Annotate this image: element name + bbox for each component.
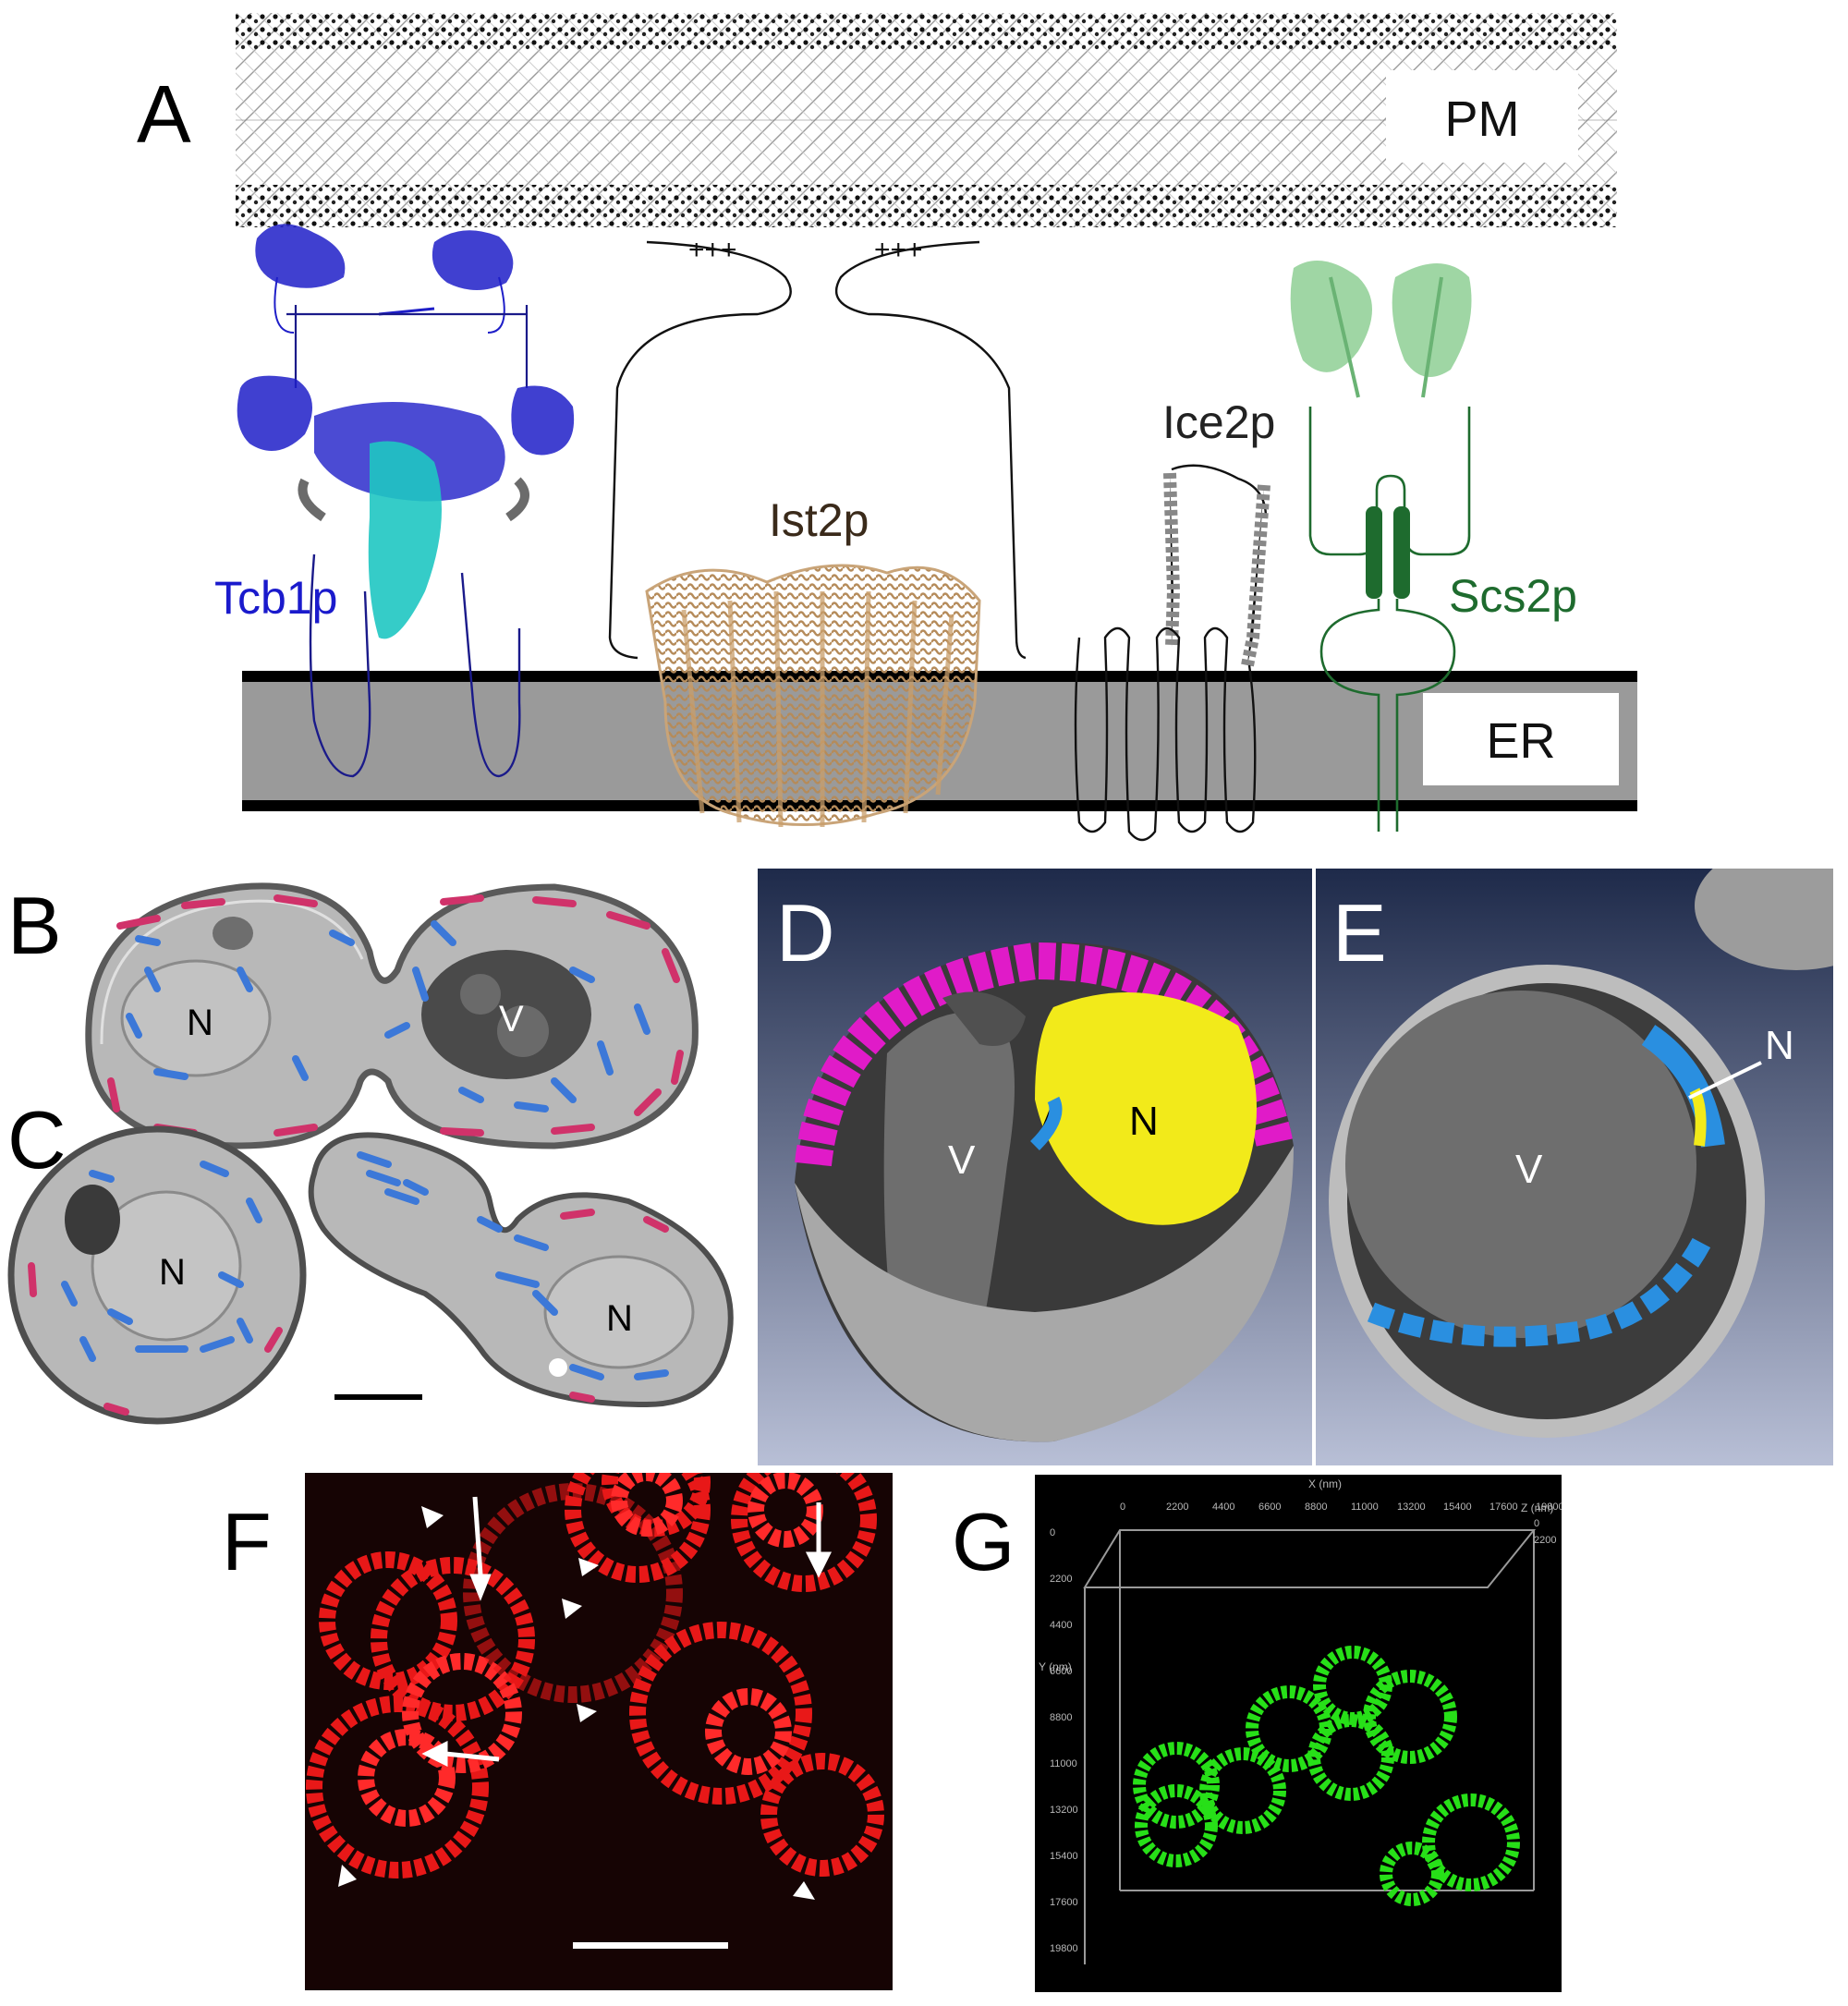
pm-label-box	[1386, 70, 1578, 163]
x-tick-label: 6600	[1258, 1501, 1281, 1513]
panel-label-a: A	[137, 68, 191, 160]
ice2p-label: Ice2p	[1162, 396, 1275, 448]
panel-label-e: E	[1332, 887, 1387, 979]
z-tick-labels: 0 2200	[1534, 1518, 1556, 1546]
scs2p-protein	[1290, 261, 1472, 832]
y-tick-label: 4400	[1050, 1620, 1072, 1631]
ist2p-protein: +++ +++	[608, 235, 1027, 828]
y-tick-label: 8800	[1050, 1712, 1072, 1723]
panel-g-3d-reconstruction: X (nm) Y (nm) Z (nm) 0 2200 4400 6600 8800 11…	[1035, 1475, 1562, 1992]
pm-label: PM	[1445, 91, 1520, 147]
panel-c-nucleus-left-label: N	[159, 1252, 186, 1293]
panel-e-nucleus-label: N	[1765, 1023, 1794, 1068]
scs2p-label: Scs2p	[1449, 570, 1577, 622]
panel-bc-scale-bar	[334, 1394, 422, 1400]
x-tick-label: 11000	[1351, 1501, 1379, 1513]
panel-label-b: B	[7, 880, 62, 971]
panel-f-scale-bar	[573, 1942, 728, 1949]
panel-a-diagram: PM ER Tcb1p +++ +++ Ist2p I	[214, 13, 1637, 842]
panel-b-nucleus-label: N	[187, 1003, 213, 1043]
panel-c-elongated-cell: N	[308, 1132, 734, 1408]
x-tick-label: 4400	[1212, 1501, 1234, 1513]
plasma-membrane	[236, 13, 1617, 227]
panel-f-fluorescence	[305, 1473, 893, 1990]
ist2p-label: Ist2p	[769, 494, 869, 546]
panel-c-round-cell: N	[7, 1125, 307, 1425]
er-label-box	[1423, 693, 1619, 785]
x-tick-label: 2200	[1166, 1501, 1188, 1513]
x-tick-label: 13200	[1397, 1501, 1426, 1513]
y-axis-label: Y (nm)	[1039, 1660, 1072, 1673]
z-axis-label: Z (nm)	[1521, 1501, 1553, 1514]
y-tick-label: 19800	[1050, 1943, 1078, 1954]
y-tick-label: 15400	[1050, 1851, 1078, 1862]
ice2p-protein: Ice2p	[1074, 396, 1275, 842]
panel-label-g: G	[952, 1496, 1015, 1587]
panel-d-nucleus-label: N	[1129, 1099, 1159, 1144]
y-tick-label: 2200	[1050, 1574, 1072, 1585]
x-tick-label: 8800	[1305, 1501, 1327, 1513]
y-tick-label: 6600	[1050, 1666, 1072, 1677]
y-tick-labels: 0 2200 4400 6600 8800 11000 13200 15400 17600 198…	[1050, 1527, 1078, 1954]
y-tick-label: 11000	[1050, 1758, 1077, 1769]
panel-e-vacuole-label: V	[1515, 1147, 1543, 1192]
panel-c-nucleus-right-label: N	[606, 1298, 633, 1339]
panel-bc-em-images: N V N N	[7, 882, 734, 1425]
panel-d-tomogram: D V N	[758, 869, 1312, 1465]
ist2p-charges-right: +++	[874, 235, 923, 265]
panel-d-vacuole-label: V	[948, 1137, 976, 1183]
x-tick-label: 19800	[1536, 1501, 1562, 1513]
panel-b-vacuole-label: V	[499, 999, 524, 1039]
panel-e-tomogram: E V N	[1316, 869, 1833, 1465]
ist2p-charges-left: +++	[688, 235, 737, 265]
x-tick-label: 0	[1120, 1501, 1125, 1513]
tcb1p-protein	[237, 224, 575, 778]
y-tick-label: 0	[1050, 1527, 1055, 1538]
tcb1p-label: Tcb1p	[214, 572, 337, 624]
x-tick-label: 17600	[1489, 1501, 1518, 1513]
y-tick-label: 13200	[1050, 1805, 1078, 1816]
er-label: ER	[1486, 713, 1555, 769]
x-axis-label: X (nm)	[1308, 1477, 1342, 1490]
panel-label-d: D	[776, 887, 835, 979]
x-tick-label: 15400	[1443, 1501, 1472, 1513]
panel-b-cell: N V	[85, 882, 702, 1149]
y-tick-label: 17600	[1050, 1897, 1078, 1908]
x-tick-labels: 0 2200 4400 6600 8800 11000 13200 15400 17600 198…	[1120, 1501, 1562, 1513]
z-tick-label: 2200	[1534, 1535, 1556, 1546]
z-tick-label: 0	[1534, 1518, 1539, 1529]
panel-label-f: F	[222, 1496, 272, 1587]
